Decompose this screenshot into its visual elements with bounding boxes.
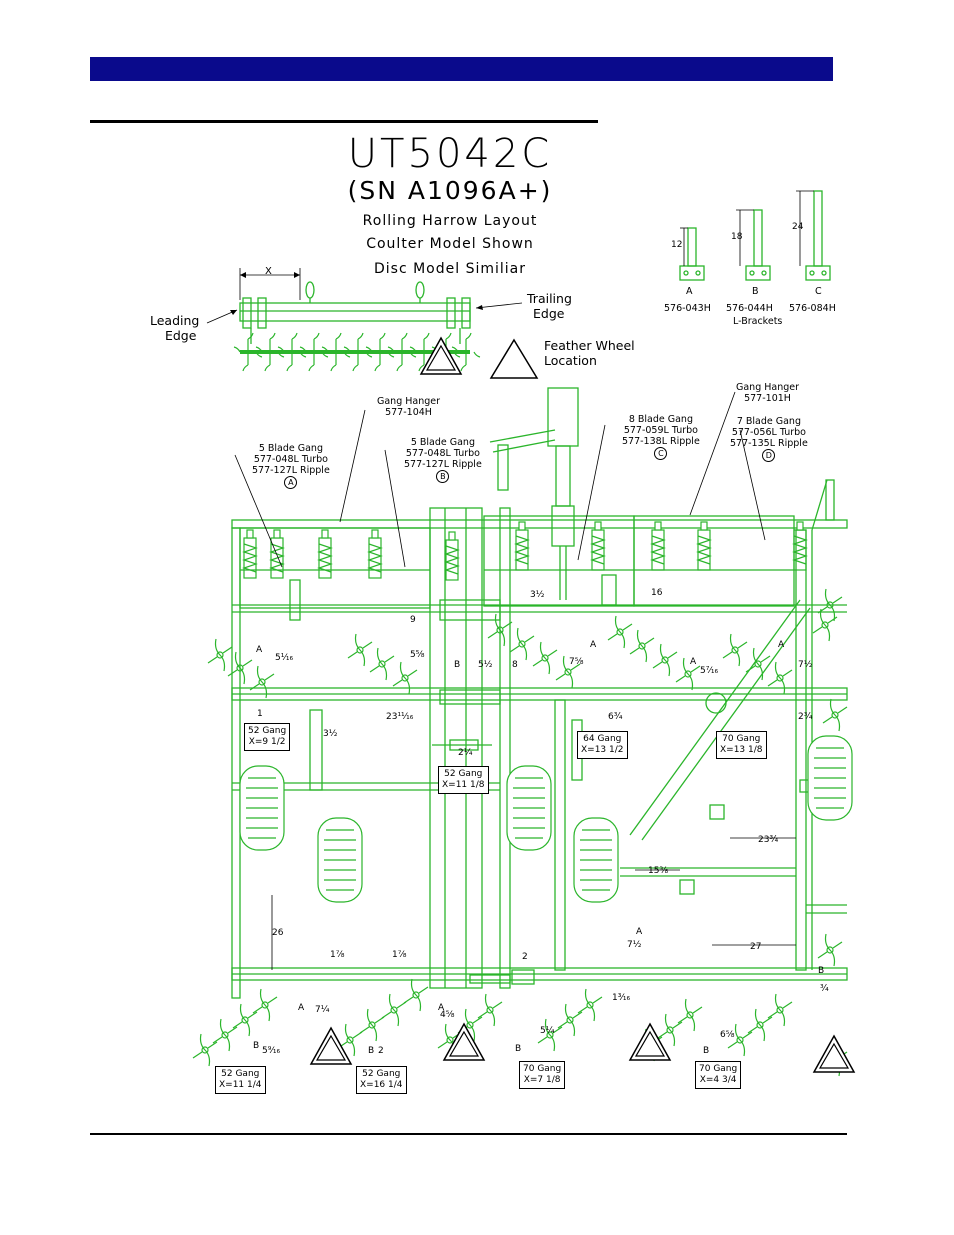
l-brackets-caption: L-Brackets [733,316,783,327]
serial-range: (SN A1096A+) [347,176,553,205]
dimension-label: 7½ [627,940,642,950]
dimension-label: 5⁵⁄₈ [410,650,425,660]
dimension-label: 9 [410,615,416,625]
dimension-label: 5¹⁄₁₆ [275,653,294,663]
main-machine-drawing [231,387,848,999]
marker-a: A [298,1003,305,1013]
marker-a: A [636,927,643,937]
model-title: UT5042C [347,131,553,177]
bracket-c-part: 576-084H [789,303,836,314]
title-line-2: Coulter Model Shown [366,236,534,252]
marker-a: A [778,640,785,650]
l-bracket-diagrams [679,190,831,281]
title-line-3: Disc Model Similiar [373,261,526,277]
dimension-label: 2¼ [458,748,473,758]
dimension-label: 7½ [798,660,813,670]
tires [239,735,853,903]
header-bar [90,57,833,81]
gang-a-mark: A [284,476,298,489]
warning-triangle-icon [443,1023,485,1061]
bracket-b-letter: B [752,286,759,297]
bracket-b-dim: 18 [731,232,743,242]
dimension-label: 26 [272,928,284,938]
dimension-label: 27 [750,942,762,952]
dimension-label: 1 [257,709,263,719]
bracket-a-letter: A [686,286,693,297]
bracket-c-letter: C [815,286,822,297]
marker-a: A [690,657,697,667]
dimension-label: 23¹¹⁄₁₆ [386,712,414,722]
dimension-label: 6⅝ [720,1030,735,1040]
dimension-label: 16 [651,588,663,598]
bracket-b-part: 576-044H [726,303,773,314]
dimension-label: 3½ [323,729,338,739]
dimension-label: 4⅝ [440,1010,455,1020]
gang-c-mark: C [654,447,668,460]
bottom-rule [90,1133,847,1135]
warning-triangle-icon [813,1035,855,1073]
warning-triangle-icon [629,1023,671,1061]
dimension-label: ¾ [820,984,829,994]
leader-lines [234,391,796,970]
x-dimension-label: X [265,266,272,277]
dimension-label: 5¼ [540,1026,555,1036]
dimension-label: 15⅜ [648,866,669,876]
dimension-label: 23¾ [758,835,779,845]
dimension-label: 5½ [478,660,493,670]
marker-b: B [515,1044,522,1054]
dimension-label: 7⅝ [569,657,584,667]
marker-b: B [368,1046,375,1056]
warning-triangle-icon [420,337,462,375]
dimension-label: 7¼ [315,1005,330,1015]
dimension-label: 8 [512,660,518,670]
bracket-c-dim: 24 [792,222,804,232]
top-view-harrow [233,281,481,372]
title-block: UT5042C (SN A1096A+) Rolling Harrow Layo… [300,132,600,281]
marker-b: B [454,660,461,670]
dimension-label: 3½ [530,590,545,600]
dimension-label: 6¾ [608,712,623,722]
dimension-label: 2 [522,952,528,962]
dimension-label: 2¾ [798,712,813,722]
feather-wheel-triangle-icon [489,338,539,379]
marker-a: A [438,1003,445,1013]
marker-b: B [703,1046,710,1056]
dimension-label: 1⅞ [392,950,407,960]
dimension-label: 5⁷⁄₁₆ [700,666,719,676]
bracket-a-part: 576-043H [664,303,711,314]
dimension-label: 5⁹⁄₁₆ [262,1046,281,1056]
dimension-label: 1⅞ [330,950,345,960]
top-rule [90,120,598,123]
title-line-1: Rolling Harrow Layout [362,213,538,229]
warning-triangle-icon [310,1027,352,1065]
bracket-a-dim: 12 [671,240,683,250]
marker-b: B [818,966,825,976]
gang-b-mark: B [436,470,450,483]
gang-d-mark: D [762,449,776,462]
marker-b: B [253,1041,260,1051]
marker-a: A [590,640,597,650]
dimension-label: 1³⁄₁₆ [612,993,631,1003]
dimension-label: 2 [378,1046,384,1056]
marker-a: A [256,645,263,655]
gang-springs [243,521,807,581]
